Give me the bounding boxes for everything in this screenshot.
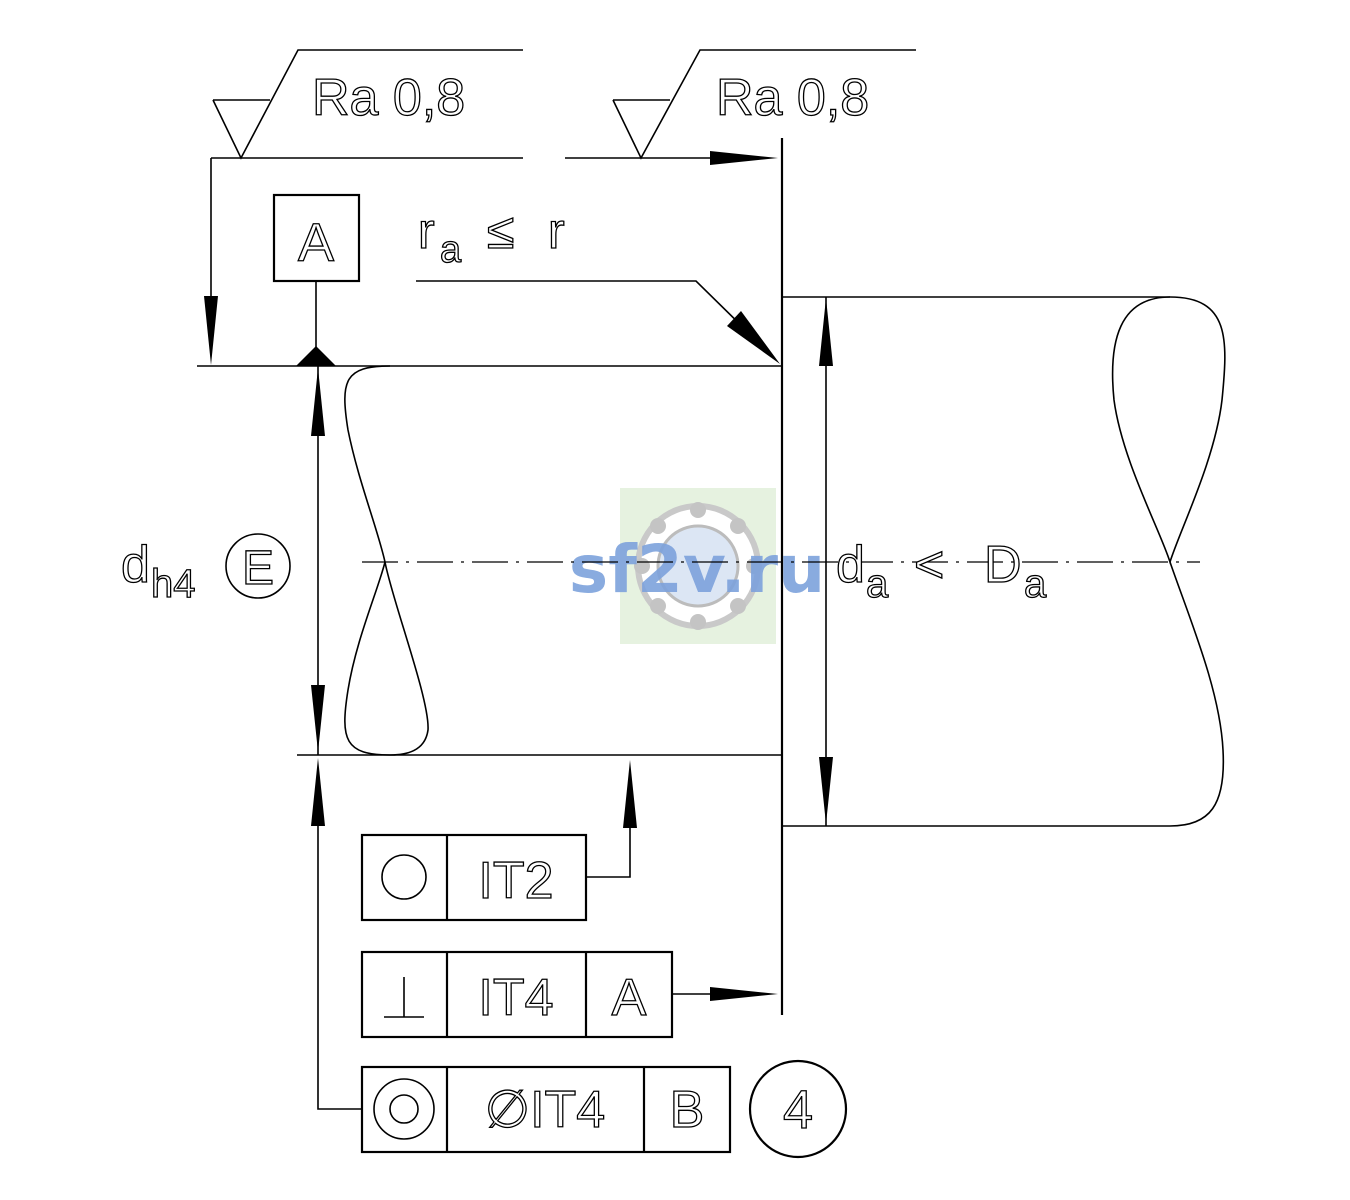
datum-a-letter: A	[298, 213, 334, 273]
da-d: d	[836, 536, 865, 594]
arrow-up-coax-icon	[311, 758, 325, 826]
Da-D: D	[984, 536, 1022, 594]
radius-note: r a ≤ r	[416, 202, 780, 364]
surface-finish-right: Ra 0,8	[612, 49, 916, 160]
perpendicularity-tolerance: IT4	[478, 969, 553, 1027]
watermark: sf2v.ru	[569, 488, 825, 644]
arrow-right-perp-icon	[710, 987, 778, 1001]
surface-finish-left: Ra 0,8	[212, 49, 523, 160]
note-number: 4	[783, 1080, 813, 1140]
coaxiality-symbol-icon	[373, 1078, 435, 1140]
dim-dh4-label: d h4 E	[120, 533, 291, 607]
dim-da-label: d a < D a	[835, 535, 1047, 606]
arrow-down-da-icon	[819, 757, 833, 824]
datum-triangle-icon	[296, 346, 336, 366]
arrow-diagonal-icon	[727, 311, 780, 364]
surface-finish-left-label: Ra 0,8	[312, 69, 465, 127]
note-balloon-icon	[748, 1059, 848, 1159]
envelope-letter: E	[242, 542, 274, 595]
bearing-inner-icon	[656, 524, 740, 608]
coaxiality-datum: B	[670, 1081, 705, 1139]
coaxiality-tolerance: ∅IT4	[485, 1081, 605, 1139]
arrow-up-dh4-icon	[311, 368, 325, 436]
fcf-perpendicularity: IT4 A	[360, 950, 778, 1039]
envelope-circle-icon	[225, 533, 291, 599]
surface-finish-right-label: Ra 0,8	[716, 69, 869, 127]
housing-break-curve-top	[1111, 296, 1226, 565]
surface-finish-left-check-icon	[212, 49, 523, 160]
fcf-coaxiality: ∅IT4 B 4	[311, 758, 848, 1159]
perpendicularity-datum: A	[612, 969, 647, 1027]
arrow-right-top-icon	[710, 151, 778, 165]
radius-rhs: r	[548, 203, 565, 259]
dh4-subscript: h4	[151, 562, 196, 606]
shaft-break-curve	[344, 365, 429, 756]
datum-a-box: A	[272, 193, 361, 366]
da-subscript: a	[866, 562, 889, 606]
roundness-tolerance: IT2	[478, 852, 553, 910]
perpendicularity-symbol-icon	[384, 977, 424, 1018]
dh4-d: d	[121, 536, 150, 594]
arrow-down-left-icon	[204, 296, 218, 365]
housing-break-curve-bottom	[1169, 561, 1225, 827]
da-operator: <	[914, 536, 944, 594]
arrow-up-da-icon	[819, 298, 833, 366]
Da-subscript: a	[1024, 562, 1047, 606]
fcf-roundness: IT2	[360, 760, 637, 922]
arrow-up-roundness-icon	[623, 760, 637, 828]
roundness-symbol-icon	[381, 854, 427, 900]
radius-r: r	[418, 203, 435, 259]
radius-subscript: a	[440, 229, 462, 271]
surface-finish-right-check-icon	[612, 49, 916, 160]
arrow-down-dh4-icon	[311, 685, 325, 752]
watermark-text: sf2v.ru	[569, 531, 825, 608]
radius-operator: ≤	[487, 203, 514, 259]
